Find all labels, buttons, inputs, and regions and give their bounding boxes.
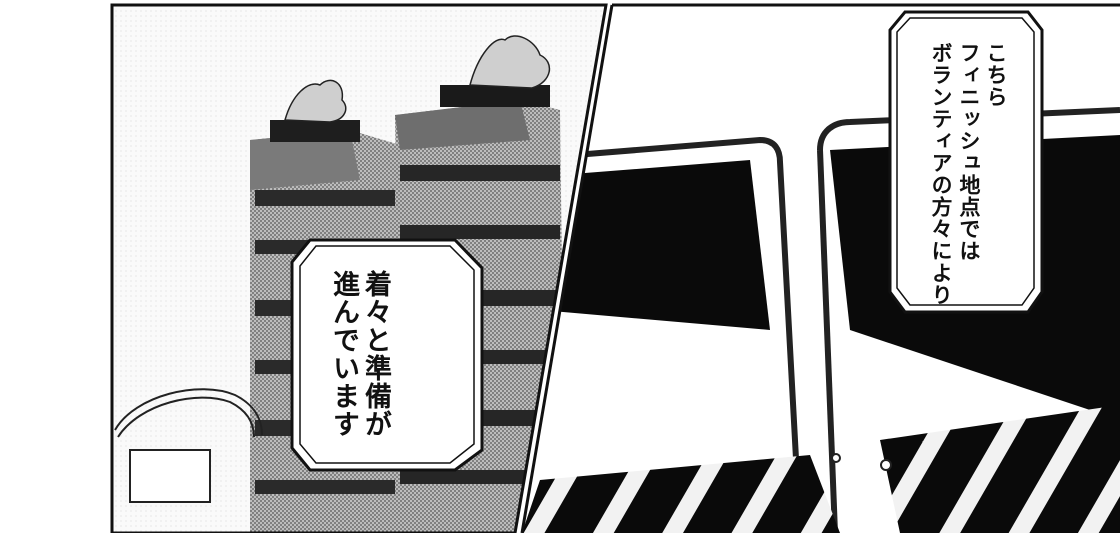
left-caption-line-1: 着々と準備が — [360, 270, 391, 438]
left-caption-line-2: 進んでいます — [328, 270, 359, 438]
right-caption-line-3: ボランティアの方々により — [929, 42, 953, 306]
left-panel-border — [110, 3, 608, 533]
right-caption-frame — [888, 10, 1044, 314]
sign-board — [129, 449, 211, 503]
wreath — [114, 388, 263, 438]
right-caption-line-1: こちら — [984, 42, 1008, 108]
right-caption-line-2: フィニッシュ地点では — [957, 42, 981, 262]
panel-gutter — [520, 4, 614, 533]
left-caption-frame — [290, 238, 484, 472]
